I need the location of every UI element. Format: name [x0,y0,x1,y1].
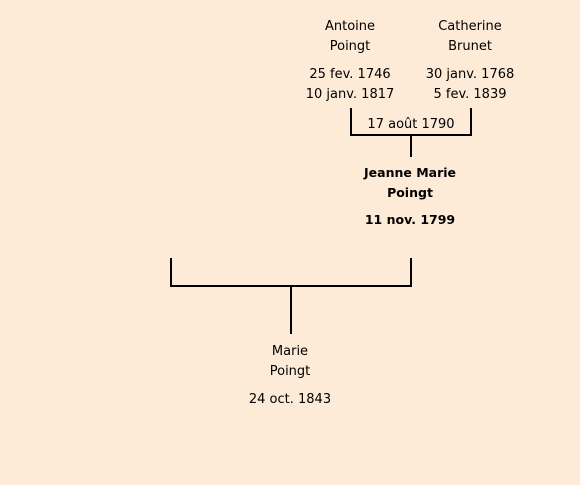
focus-birth-date: 11 nov. 1799 [364,212,456,227]
spouse-drop-line [170,258,172,287]
child-card[interactable]: Marie Poingt 24 oct. 1843 [240,342,340,410]
mother-death-date: 5 fev. 1839 [433,87,507,102]
focus-first-name: Jeanne Marie [364,165,456,180]
parents-to-focus-line [410,136,412,157]
parents-connector-line [350,134,472,136]
father-card[interactable]: Antoine Poingt 25 fev. 1746 10 janv. 181… [300,17,400,105]
mother-dates: 30 janv. 1768 5 fev. 1839 [415,65,525,105]
father-first-name: Antoine [324,19,376,34]
father-dates: 25 fev. 1746 10 janv. 1817 [300,65,400,105]
father-birth-date: 25 fev. 1746 [309,67,391,82]
mother-card[interactable]: Catherine Brunet 30 janv. 1768 5 fev. 18… [415,17,525,105]
mother-drop-line [470,108,472,136]
father-drop-line [350,108,352,136]
mother-last-name: Brunet [448,39,492,54]
child-dates: 24 oct. 1843 [240,390,340,410]
child-last-name: Poingt [269,364,311,379]
couple-connector-line [170,285,412,287]
focus-drop-line [410,258,412,287]
child-birth-date: 24 oct. 1843 [248,392,332,407]
mother-first-name: Catherine [438,19,502,34]
mother-birth-date: 30 janv. 1768 [425,67,515,82]
parents-marriage-date: 17 août 1790 [367,117,455,132]
child-first-name: Marie [271,344,309,359]
focus-dates: 11 nov. 1799 [350,210,470,230]
couple-to-child-line [290,287,292,334]
focus-person-card[interactable]: Jeanne Marie Poingt 11 nov. 1799 [350,163,470,230]
father-death-date: 10 janv. 1817 [305,87,395,102]
focus-last-name: Poingt [387,185,433,200]
father-last-name: Poingt [329,39,371,54]
